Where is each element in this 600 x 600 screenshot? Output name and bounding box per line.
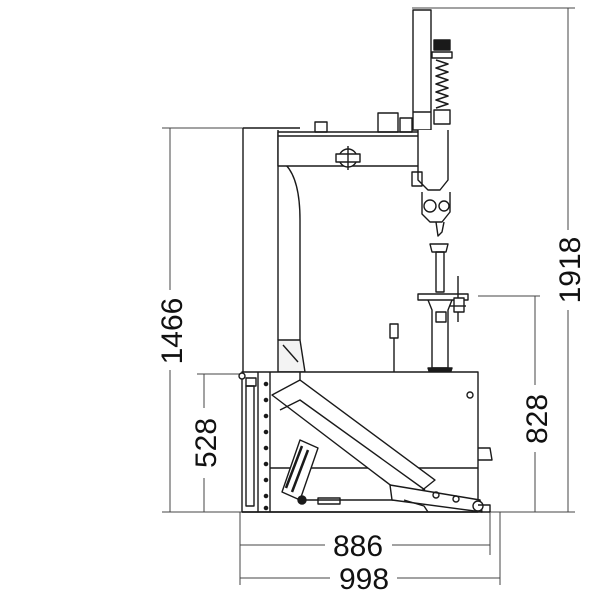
spring-cap	[433, 39, 451, 51]
bead-breaker-arm	[271, 379, 484, 513]
dim-label-886: 886	[333, 530, 383, 563]
dim-label-828: 828	[521, 394, 554, 444]
dim-label-998: 998	[339, 563, 389, 596]
vertical-tool-column	[411, 9, 453, 237]
air-gauge-stub	[389, 323, 399, 372]
dim-label-1466: 1466	[156, 298, 189, 365]
horizontal-arm	[277, 112, 439, 170]
bead-breaker-cylinder	[281, 439, 319, 505]
dim-label-528: 528	[190, 418, 223, 468]
spring	[435, 59, 449, 109]
base-frame	[242, 447, 493, 513]
clamp-post	[417, 243, 469, 375]
cabinet-rivets	[263, 381, 269, 511]
machine	[238, 9, 493, 513]
dim-label-1918: 1918	[554, 237, 587, 304]
